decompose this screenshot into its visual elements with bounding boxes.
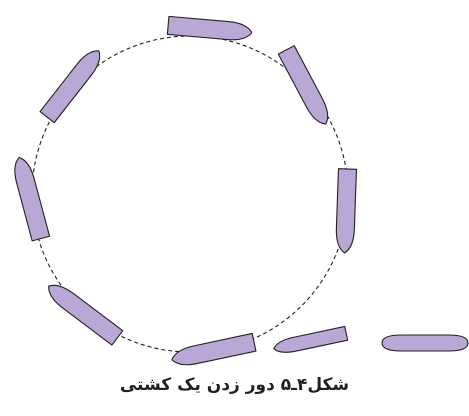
ship-5 xyxy=(43,279,123,345)
ship-6 xyxy=(10,155,49,241)
ship-8 xyxy=(272,326,347,355)
ship-3 xyxy=(336,169,357,254)
ship-4 xyxy=(170,333,256,368)
ship-1 xyxy=(167,16,252,41)
ship-2 xyxy=(278,46,333,129)
ship-7 xyxy=(40,45,106,122)
figure-caption: شکل۴ـ۵ دور زدن یک کشتی xyxy=(0,370,469,400)
ship-9 xyxy=(382,335,468,351)
